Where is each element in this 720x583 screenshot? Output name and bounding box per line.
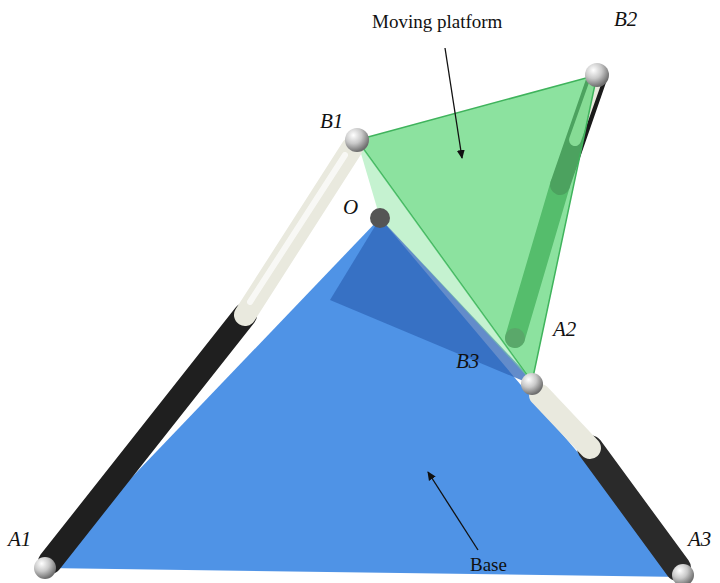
point-label: O: [343, 196, 358, 219]
moving-platform: [357, 75, 597, 382]
joint-ball: [521, 373, 543, 395]
leg-highlight: [250, 155, 345, 302]
callout-label: Base: [470, 555, 507, 576]
joint-ball: [505, 328, 525, 348]
base-plate: [45, 218, 683, 577]
leg-rod: [245, 148, 352, 315]
leg-rod: [540, 395, 590, 448]
point-label: B2: [614, 8, 637, 31]
callout-label: Moving platform: [372, 12, 502, 33]
platform-shade: [357, 140, 532, 382]
point-label: A1: [8, 528, 31, 551]
leg-cylinder: [590, 448, 678, 568]
joint-ball: [345, 128, 369, 152]
point-label: B3: [456, 350, 479, 373]
joint-ball: [34, 557, 56, 579]
point-label: A2: [553, 318, 576, 341]
joint-ball: [672, 564, 694, 583]
point-label: B1: [320, 110, 343, 133]
joint-ball: [585, 63, 609, 87]
callout-arrow: [428, 472, 478, 550]
joint-ball: [370, 208, 390, 228]
point-label: A3: [688, 528, 711, 551]
leg-cylinder: [50, 315, 245, 562]
callout-arrow: [445, 48, 462, 158]
